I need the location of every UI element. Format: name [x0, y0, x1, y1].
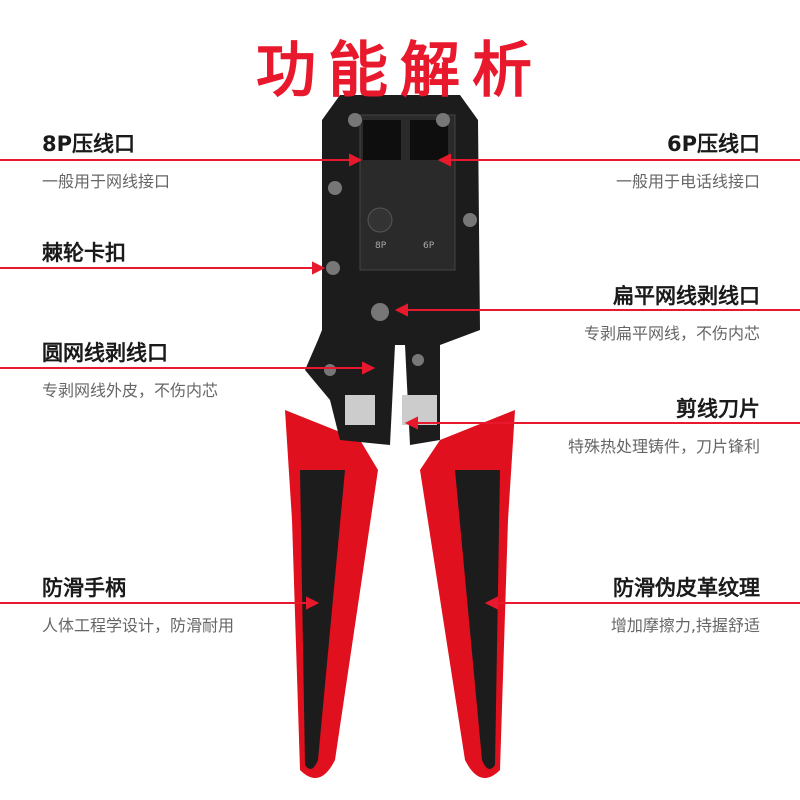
feature-name: 6P压线口 [666, 132, 760, 156]
feature-desc: 专剥网线外皮，不伤内芯 [42, 381, 219, 400]
feature-handle: 防滑手柄 人体工程学设计，防滑耐用 [42, 572, 234, 636]
feature-name: 圆网线剥线口 [42, 341, 168, 365]
feature-name: 棘轮卡扣 [42, 241, 126, 265]
feature-8p-port: 8P压线口 一般用于网线接口 [42, 128, 170, 192]
feature-flat-stripper: 扁平网线剥线口 专剥扁平网线，不伤内芯 [584, 280, 760, 344]
feature-desc: 人体工程学设计，防滑耐用 [42, 616, 235, 635]
feature-name: 防滑伪皮革纹理 [613, 576, 760, 600]
feature-desc: 增加摩擦力,持握舒适 [610, 616, 760, 635]
feature-texture: 防滑伪皮革纹理 增加摩擦力,持握舒适 [611, 572, 760, 636]
feature-desc: 一般用于网线接口 [42, 172, 171, 191]
feature-name: 扁平网线剥线口 [613, 284, 760, 308]
feature-ratchet: 棘轮卡扣 [42, 237, 126, 267]
feature-name: 防滑手柄 [42, 576, 126, 600]
feature-6p-port: 6P压线口 一般用于电话线接口 [616, 128, 760, 192]
page-title: 功能解析 [256, 36, 544, 106]
feature-blade: 剪线刀片 特殊热处理铸件，刀片锋利 [568, 393, 760, 457]
6p-mark: 6P [423, 241, 435, 251]
screw-icons [324, 113, 477, 376]
feature-round-stripper: 圆网线剥线口 专剥网线外皮，不伤内芯 [42, 337, 218, 401]
blade-left [345, 395, 375, 425]
feature-name: 8P压线口 [42, 132, 136, 156]
8p-mark: 8P [375, 241, 387, 251]
feature-name: 剪线刀片 [676, 397, 760, 421]
feature-desc: 专剥扁平网线，不伤内芯 [583, 324, 760, 343]
blade-right [402, 395, 437, 425]
pointer-lines [0, 153, 800, 610]
feature-desc: 一般用于电话线接口 [615, 172, 760, 191]
feature-desc: 特殊热处理铸件，刀片锋利 [567, 437, 760, 456]
